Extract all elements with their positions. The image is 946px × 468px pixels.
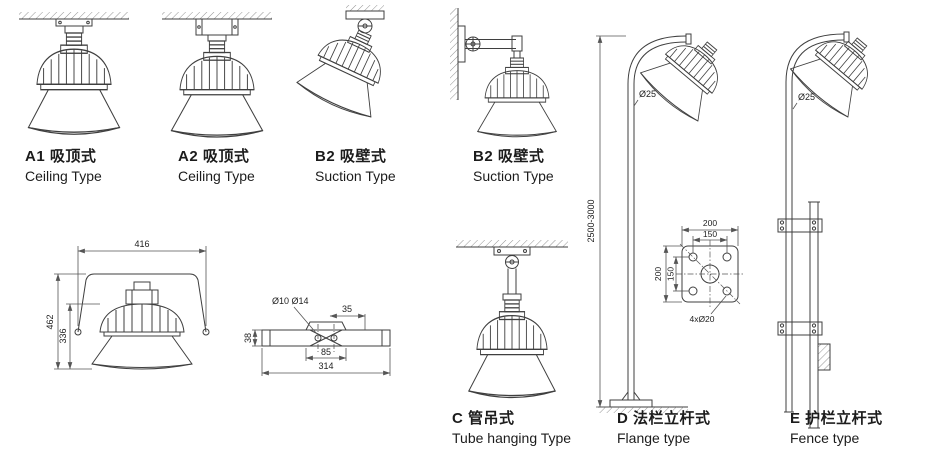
pole-gooseneck — [784, 31, 850, 413]
label-a1: A1 吸顶式 Ceiling Type — [25, 148, 102, 185]
ceiling-mount-plate — [55, 18, 93, 34]
mount-code-d: D 法栏立杆式 — [617, 410, 711, 427]
figure-b2-tilted-mount — [293, 4, 418, 149]
dim-text-flange-hole-span: 150 — [703, 229, 717, 239]
mount-code-b2b: B2 吸壁式 — [473, 148, 545, 165]
lamp-fixture-tilted — [787, 17, 892, 122]
dimension-flange-bolt-note: 4xØ20 — [689, 295, 727, 324]
mount-code-b2a: B2 吸壁式 — [315, 148, 387, 165]
mount-name-a1: Ceiling Type — [25, 167, 102, 184]
dimension-38: 38 — [243, 329, 262, 347]
dimension-flange-holes-left: 150 — [666, 256, 689, 292]
lamp-fixture-tilted — [637, 21, 742, 126]
lamp-fixture — [477, 57, 557, 138]
mount-name-a2: Ceiling Type — [178, 167, 255, 184]
mount-name-b2a: Suction Type — [315, 167, 396, 184]
figure-a2-ceiling-mount — [158, 4, 276, 146]
dim-text-pole-diameter: Ø25 — [639, 89, 656, 99]
ceiling-surface — [19, 12, 129, 20]
dimension-holes-label: Ø10 Ø14 — [272, 296, 318, 335]
dimension-pole-height: 2500-3000 — [586, 35, 626, 408]
mount-surface — [345, 5, 385, 20]
flange-detail-view — [676, 240, 744, 308]
figure-front-view-dimensioned: 416 462 336 — [22, 234, 232, 406]
dimension-35: 35 — [329, 304, 366, 330]
mount-name-b2b: Suction Type — [473, 167, 554, 184]
dim-text-bolt-note: 4xØ20 — [689, 314, 714, 324]
dim-text-38: 38 — [243, 333, 253, 343]
dim-text-hole-diameters: Ø10 Ø14 — [272, 296, 309, 306]
lamp-fixture-tilted — [294, 15, 403, 123]
dimension-pole-diameter: Ø25 — [792, 92, 815, 110]
figure-e-fence-pole: Ø25 — [762, 14, 937, 436]
dim-text-462: 462 — [45, 314, 55, 329]
dimension-width-416: 416 — [77, 239, 207, 326]
figure-c-tube-hanging — [446, 236, 578, 408]
mount-code-c: C 管吊式 — [452, 410, 515, 427]
bracket-bar — [261, 321, 391, 347]
dim-text-336: 336 — [58, 328, 68, 343]
dim-text-314: 314 — [318, 361, 333, 371]
mount-name-c: Tube hanging Type — [452, 429, 572, 446]
dim-text-flange-outer-v: 200 — [653, 267, 663, 281]
clamp-bracket-upper — [777, 218, 823, 233]
dimension-flange-holes-top: 150 — [692, 229, 728, 253]
fence-rail — [808, 201, 831, 429]
dimension-314: 314 — [261, 348, 391, 376]
dim-text-height-range: 2500-3000 — [586, 199, 596, 242]
ceiling-surface — [162, 12, 272, 20]
mount-name-e: Fence type — [790, 429, 860, 446]
figure-bracket-part: Ø10 Ø14 35 38 85 — [243, 288, 406, 388]
pole-gooseneck — [627, 33, 692, 400]
dimension-body-height-336: 336 — [58, 303, 100, 370]
dim-text-85: 85 — [321, 347, 331, 357]
mount-name-d: Flange type — [617, 429, 691, 446]
lamp-fixture — [468, 299, 556, 399]
dim-text-flange-outer: 200 — [703, 218, 717, 228]
figure-a1-ceiling-mount — [15, 4, 133, 146]
mounting-bracket-arch — [74, 273, 210, 336]
mount-code-a2: A2 吸顶式 — [178, 148, 250, 165]
mount-code-a1: A1 吸顶式 — [25, 148, 97, 165]
dimension-pole-diameter: Ø25 — [633, 89, 656, 107]
suspension-tube — [502, 268, 522, 301]
label-c: C 管吊式 Tube hanging Type — [452, 410, 571, 447]
lamp-shade — [91, 335, 193, 370]
label-b2-arm: B2 吸壁式 Suction Type — [473, 148, 554, 185]
figure-b2-wall-arm-mount — [446, 4, 576, 149]
ceiling-flange — [493, 246, 531, 256]
junction-box — [125, 281, 159, 305]
junction-box — [195, 18, 239, 42]
dim-text-416: 416 — [134, 239, 149, 249]
label-e: E 护栏立杆式 Fence type — [790, 410, 883, 447]
dimension-85: 85 — [305, 347, 347, 361]
dim-text-flange-hole-span-v: 150 — [666, 267, 676, 281]
lamp-fixture — [27, 32, 121, 135]
figure-d-flange-pole: Ø25 2500-3000 200 — [582, 6, 772, 428]
ceiling-surface — [456, 240, 568, 248]
mounting-arm — [465, 35, 523, 59]
label-a2: A2 吸顶式 Ceiling Type — [178, 148, 255, 185]
dimension-flange-outer-top: 200 — [681, 218, 739, 246]
lamp-heatsink — [99, 303, 185, 337]
dim-text-pole-diameter: Ø25 — [798, 92, 815, 102]
dim-text-35: 35 — [342, 304, 352, 314]
dimension-flange-outer-left: 200 — [653, 245, 682, 303]
dimension-total-height-462: 462 — [45, 273, 92, 370]
clamp-bracket-lower — [777, 321, 823, 336]
lamp-fixture — [170, 40, 264, 138]
wall-surface — [450, 8, 466, 100]
mount-code-e: E 护栏立杆式 — [790, 410, 883, 427]
pivot-joint — [505, 255, 519, 269]
flange-base — [598, 391, 688, 413]
label-b2-tilted: B2 吸壁式 Suction Type — [315, 148, 396, 185]
label-d: D 法栏立杆式 Flange type — [617, 410, 711, 447]
